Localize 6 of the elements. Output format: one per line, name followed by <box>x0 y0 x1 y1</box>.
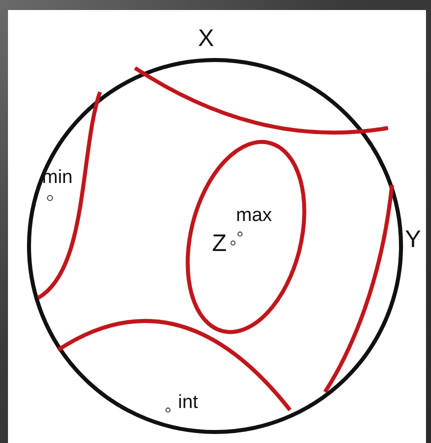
point-label: max <box>236 206 272 225</box>
point-label: int <box>178 393 198 412</box>
point-label: min <box>42 168 73 187</box>
axis-label: Z <box>212 232 227 256</box>
axis-label: Y <box>405 228 422 252</box>
axis-label: X <box>198 27 214 51</box>
